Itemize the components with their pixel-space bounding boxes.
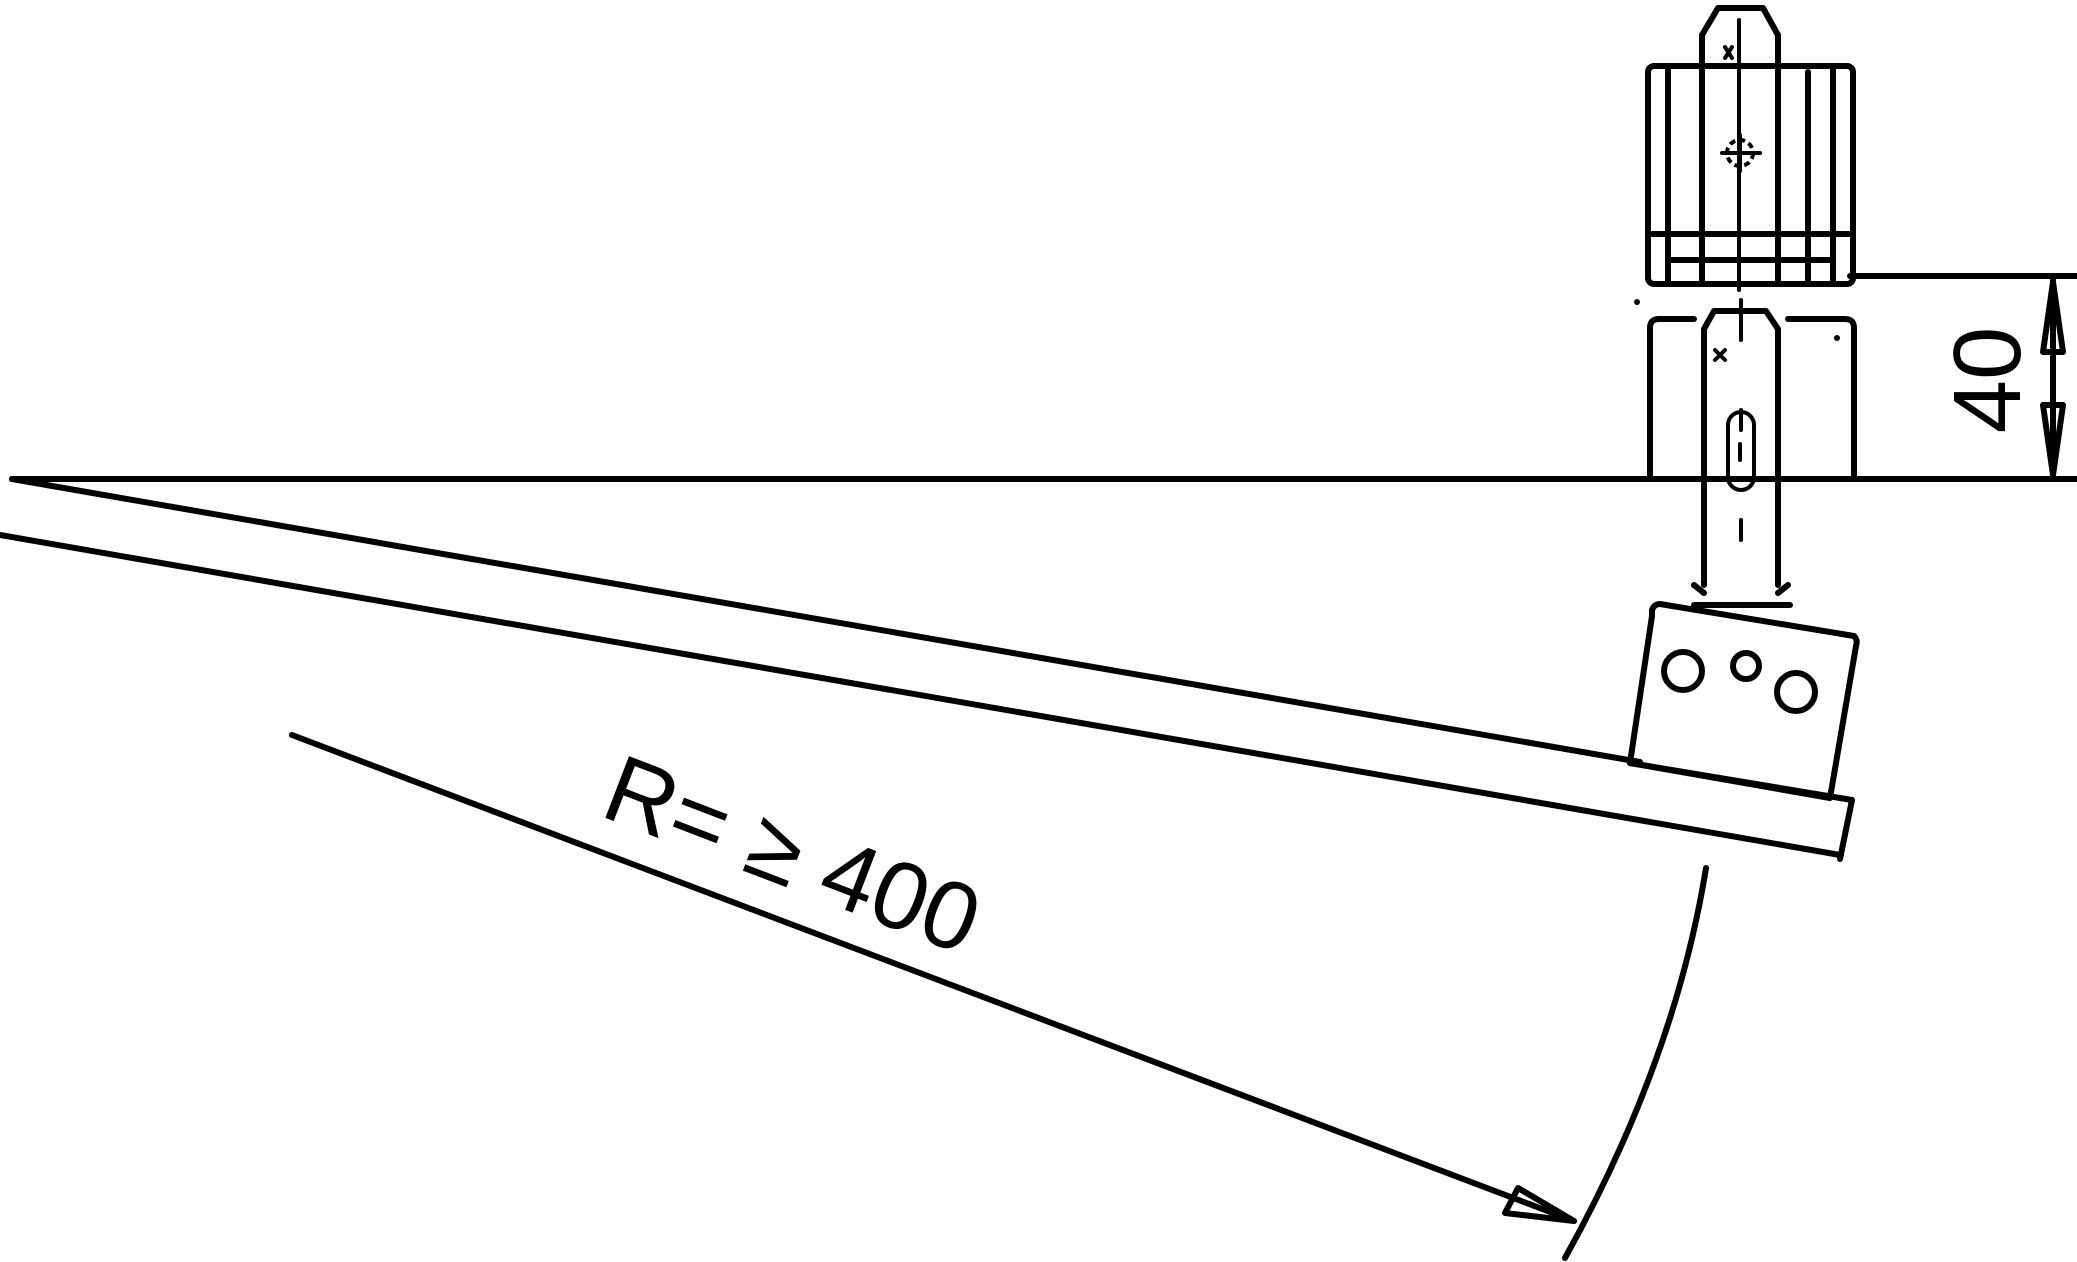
radius-dimension-label: R= ≥ 400 xyxy=(590,735,994,975)
hole-right xyxy=(1774,670,1818,714)
crosshair-symbol xyxy=(1720,133,1762,173)
arrowhead xyxy=(1502,1185,1577,1224)
terminal-block xyxy=(1627,601,1860,801)
height-dimension xyxy=(2040,277,2066,480)
lower-connector-housing xyxy=(1634,299,1857,482)
hole-middle xyxy=(1730,650,1762,682)
bend-radius-arc xyxy=(1562,865,1709,1261)
hole-left xyxy=(1661,649,1705,693)
upper-connector-housing xyxy=(1645,63,1856,287)
height-dimension-label: 40 xyxy=(1934,327,2041,434)
radius-leader xyxy=(289,732,1577,1224)
lower-blade-contact xyxy=(1691,298,1793,608)
inclined-beam xyxy=(0,476,1855,862)
